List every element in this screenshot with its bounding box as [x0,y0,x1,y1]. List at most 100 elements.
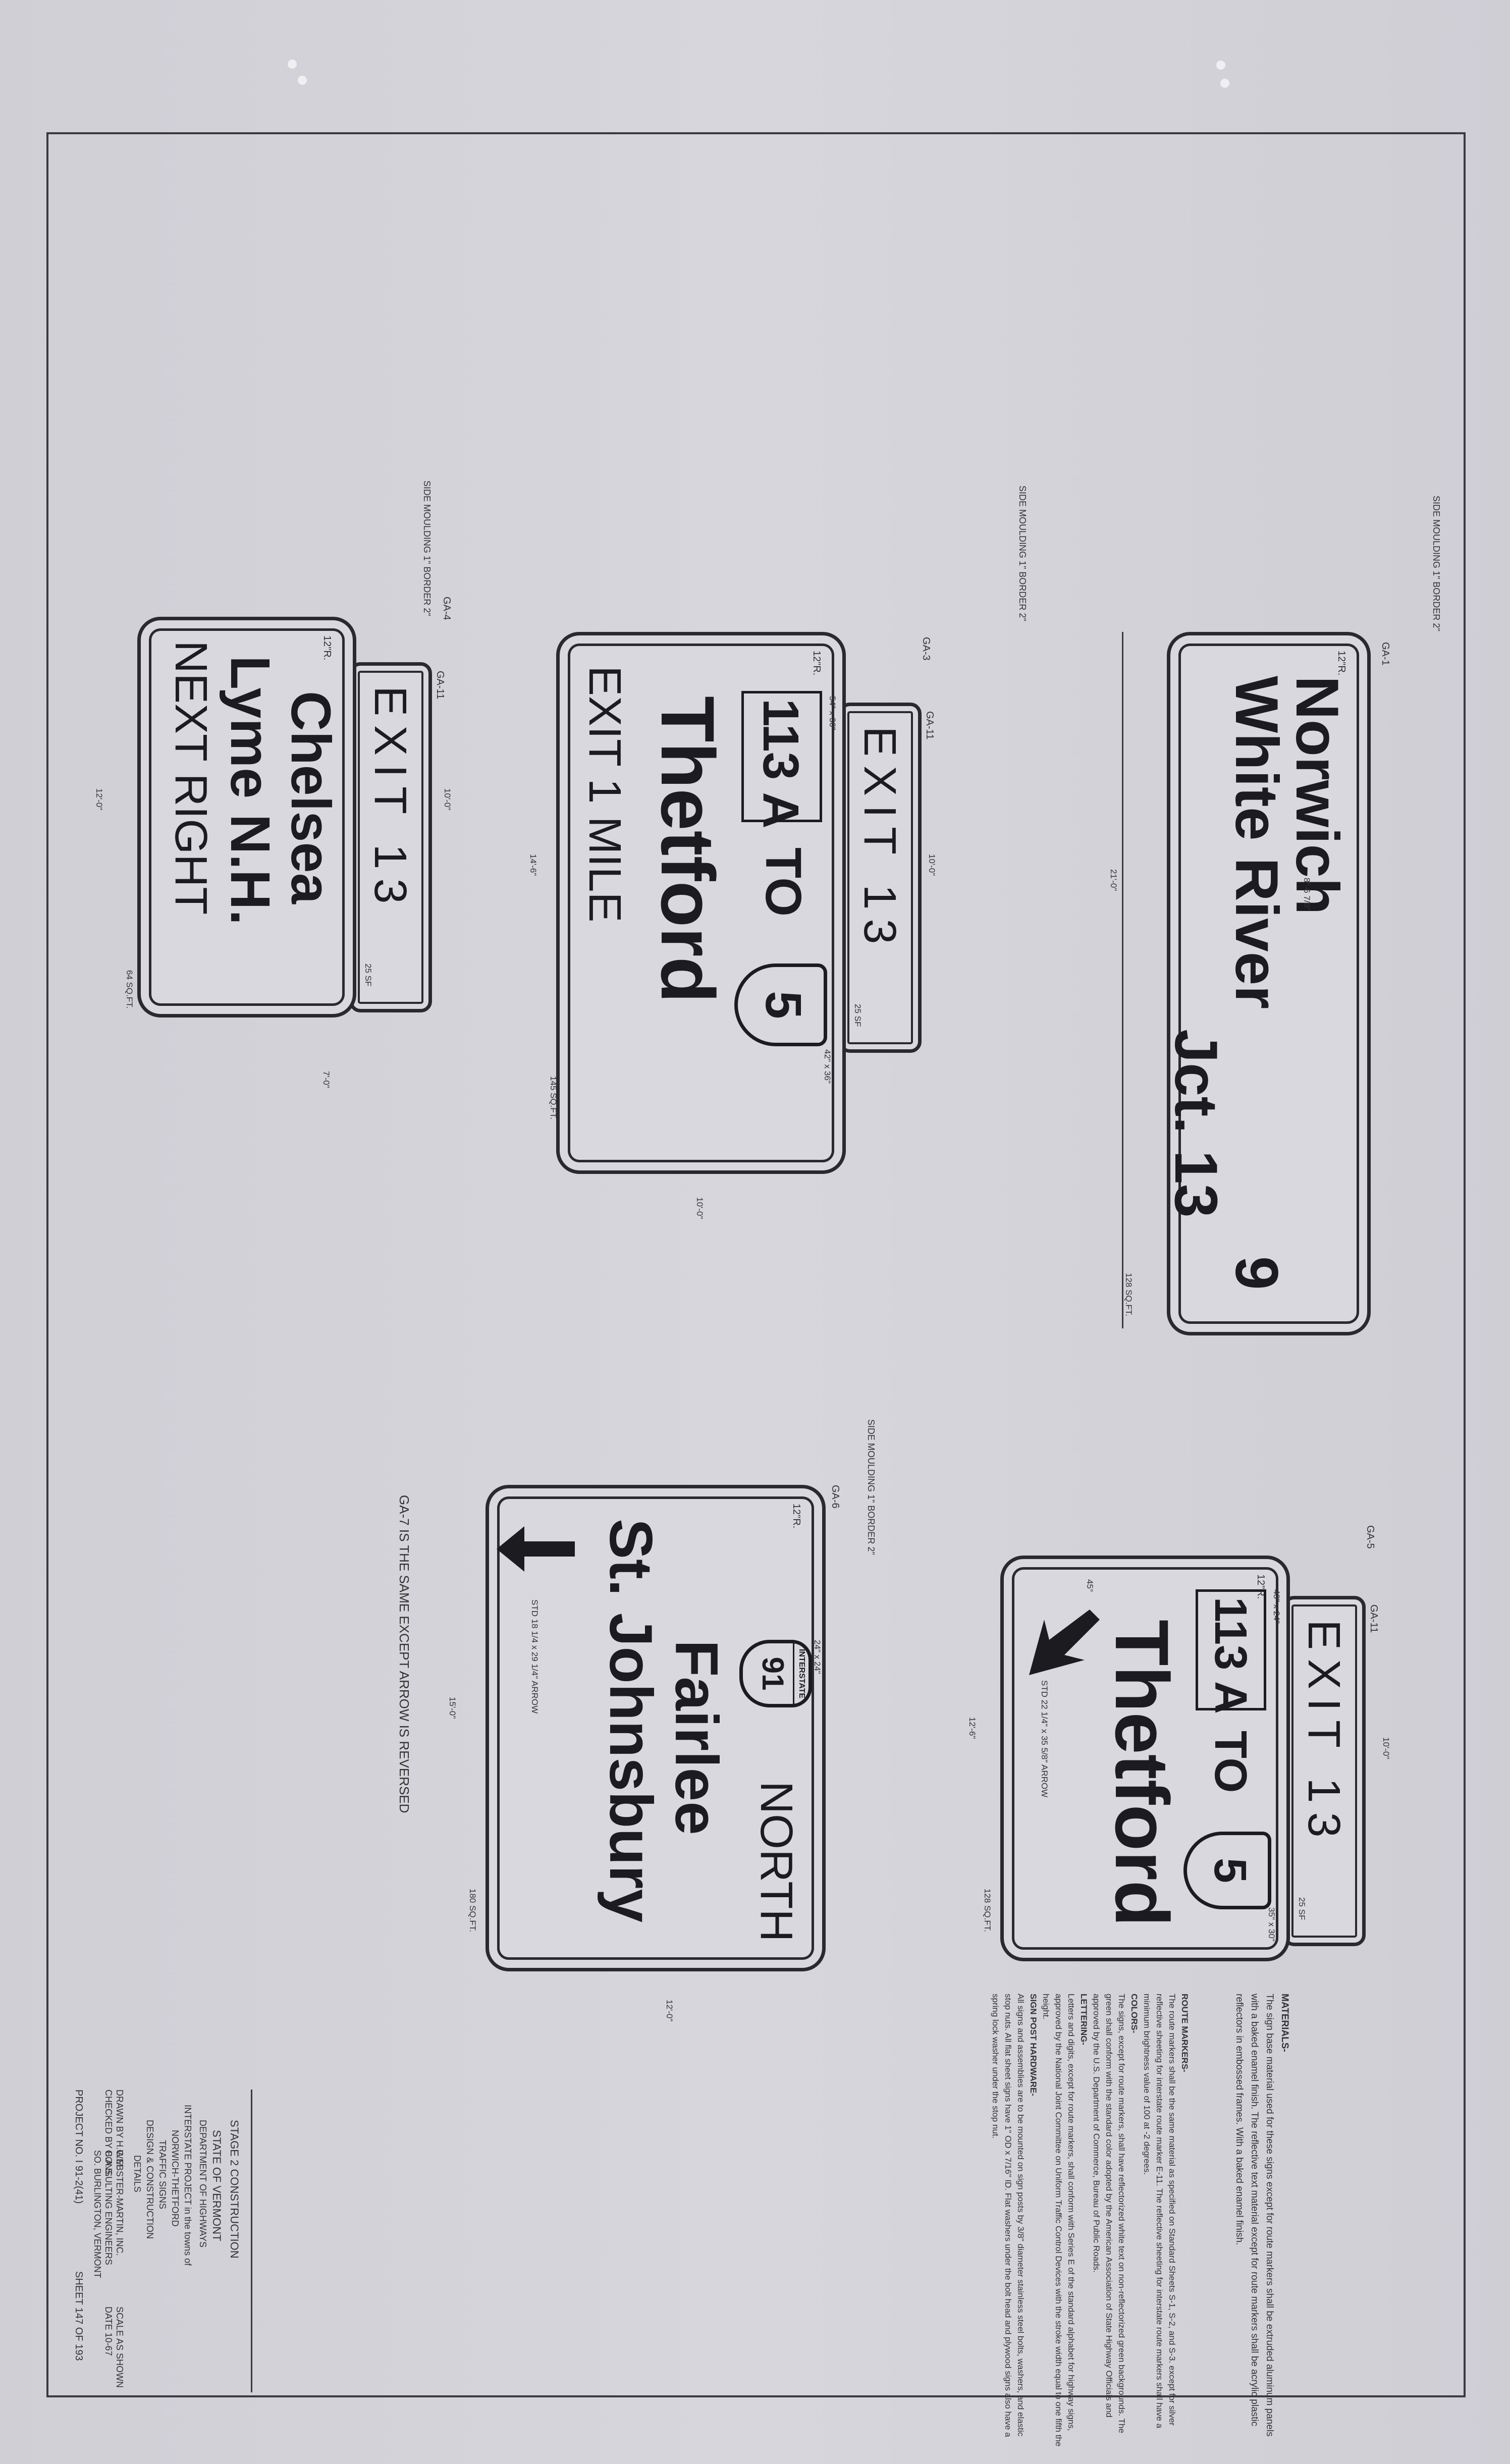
ga3-shield-dim: 42" x 36" [823,1049,832,1084]
ga4-line2: Lyme N.H. [219,656,281,925]
ga5-tab-width: 10'-0" [1381,1737,1391,1759]
ga1-label: GA-1 [1380,642,1391,666]
route-note: ROUTE MARKERS- The route markers shall b… [989,1994,1191,2448]
ga3-width: 14'-6" [528,854,538,876]
ga6-shield-num: 91 [756,1656,790,1691]
ga4-tab-width: 10'-0" [443,788,452,811]
tb-detail: DESIGN & CONSTRUCTION [145,2120,155,2239]
ga5-label: GA-5 [1365,1525,1376,1549]
tb-drawn: DRAWN BY H.G.M. [115,2090,125,2170]
rotated-drawing-area: GA-1 SIDE MOULDING 1" BORDER 2" 12"R. No… [46,132,1462,2393]
tb-sheet: SHEET 147 OF 193 [73,2271,84,2361]
ga5-route-box-text: 113 A [1205,1597,1256,1714]
ga1-line2: White River [1223,676,1290,1009]
tb-subject: TRAFFIC SIGNS [157,2140,168,2210]
tb-stage: STAGE 2 CONSTRUCTION [228,2120,241,2259]
ga3-sub: EXIT 1 MILE [579,666,630,923]
lettering-title: LETTERING- [1079,1994,1089,2045]
ga3-tab-width: 10'-0" [927,854,937,876]
ga6-shield-dim: 24" x 24" [813,1640,822,1674]
colors-title: COLORS- [1129,1994,1139,2033]
ga3-dest: Thetford [645,696,730,1003]
ga1-letter-dim: 8"-6 7/8" [1302,878,1312,910]
ga3-route-box: 113 A [741,691,822,829]
ga6-height: 12'-0" [665,2000,674,2022]
punch-hole-3 [1216,61,1225,70]
ga3-radius: 12"R. [811,651,822,676]
ga5-shield-dim: 35" x 30" [1267,1907,1276,1942]
ga1-dim-line [1122,632,1123,1328]
ga6-label: GA-6 [830,1485,841,1509]
ga4-side-note: SIDE MOULDING 1" BORDER 2" [422,480,432,616]
ga6-interstate-shield: INTERSTATE 91 [739,1640,812,1707]
lettering-text: Letters and digits, except for route mar… [1041,1994,1076,2447]
route-title: ROUTE MARKERS- [1180,1994,1190,2072]
tb-state: STATE OF VERMONT [210,2130,223,2241]
sign-ga3: 12"R. 113 A TO 5 Thetford EXIT 1 MILE 54… [556,632,846,1174]
ga4-tab-label: GA-11 [435,671,446,700]
hardware-title: SIGN POST HARDWARE- [1029,1994,1038,2097]
ga5-shield-num: 5 [1205,1857,1255,1884]
ga5-route-box: 113 A [1196,1589,1266,1714]
ga6-width: 15'-0" [448,1697,457,1719]
ga5-box-dim: 48" x 24" [1272,1589,1281,1624]
tb-project-no: PROJECT NO. I 91-2(41) [73,2090,84,2204]
sign-ga1: 12"R. Norwich White River Jct. 13 9 8"-6… [1162,632,1371,1335]
tb-towns: NORWICH-THETFORD [170,2130,180,2227]
ga4-radius: 12"R. [321,635,333,661]
title-block: STAGE 2 CONSTRUCTION STATE OF VERMONT DE… [49,2090,252,2392]
ga3-exit: EXIT 13 [854,726,905,953]
ga5-to: TO [1205,1731,1256,1793]
materials-text: The sign base material used for these si… [1234,1994,1275,2437]
ga1-line1: Norwich [1283,676,1351,915]
sign-ga4: 12"R. Chelsea Lyme N.H. NEXT RIGHT [137,617,356,1017]
ga3-to: TO [755,847,812,917]
ga6-radius: 12"R. [791,1504,802,1529]
hardware-text: All signs and assemblies are to be mount… [991,1994,1026,2437]
punch-hole-4 [1220,79,1229,88]
ga5-arrow-note: STD 22 1/4" x 35 5/8" ARROW [1040,1680,1049,1798]
ga3-side-note: SIDE MOULDING 1" BORDER 2" [1017,486,1028,621]
ga1-area: 128 SQ.FT. [1124,1273,1134,1316]
ga4-exit: EXIT 13 [365,686,415,913]
ga3-label: GA-3 [921,637,932,661]
ga5-angle: 45° [1085,1579,1095,1592]
ga6-arrow-icon [497,1526,575,1572]
ga3-box-dim: 54" x 30" [828,696,837,730]
ga6-line1: Fairlee [663,1640,730,1835]
ga4-width: 12'-0" [94,788,104,811]
ga5-width: 12'-6" [967,1717,977,1739]
ga3-bottom-width: 10'-0" [695,1197,705,1219]
ga3-shield: 5 [734,963,827,1046]
tb-firm3: SO. BURLINGTON, VERMONT [92,2150,102,2278]
ga6-interstate-text: INTERSTATE [793,1643,808,1704]
sign-ga5-exit-tab: GA-11 EXIT 13 25 SF [1283,1596,1379,1946]
tb-date: DATE 10-67 [103,2307,114,2356]
ga1-line3: Jct. 13 [1162,1029,1230,1218]
tb-scale: SCALE AS SHOWN [115,2307,125,2388]
sign-ga4-exit-tab: GA-11 EXIT 13 25 SF [349,662,446,1012]
route-text: The route markers shall be the same mate… [1142,1994,1177,2429]
ga1-radius: 12"R. [1336,651,1347,676]
sign-ga3-exit-tab: GA-11 EXIT 13 25 SF [839,703,935,1053]
ga5-arrow-icon [1029,1610,1100,1675]
ga3-area: 145 SQ.FT. [549,1076,558,1119]
materials-note: MATERIALS- The sign base material used f… [1231,1994,1292,2448]
ga1-route: 9 [1223,1256,1290,1290]
ga5-tab-area: 25 SF [1297,1897,1307,1920]
ga3-shield-num: 5 [755,991,812,1019]
tb-dept: DEPARTMENT OF HIGHWAYS [198,2120,208,2248]
sign-ga5: 12"R. 113 A TO 5 Thetford STD 22 1/4" x … [1000,1556,1290,1961]
punch-hole-2 [298,76,307,85]
tb-project: INTERSTATE PROJECT in the towns of [183,2105,193,2266]
ga4-line3: NEXT RIGHT [166,640,216,915]
ga4-area: 64 SQ.FT. [125,970,134,1009]
colors-text: The signs, except for route markers, sha… [1092,1994,1126,2433]
tb-detail2: DETAILS [132,2155,142,2192]
ga4-tab-area: 25 SF [363,963,373,987]
ga1-width: 21'-0" [1109,869,1118,891]
ga5-shield: 5 [1183,1832,1271,1909]
ga1-side-note: SIDE MOULDING 1" BORDER 2" [1431,496,1441,631]
ga5-dest: Thetford [1100,1620,1184,1927]
ga7-note: GA-7 IS THE SAME EXCEPT ARROW IS REVERSE… [397,1495,412,1813]
